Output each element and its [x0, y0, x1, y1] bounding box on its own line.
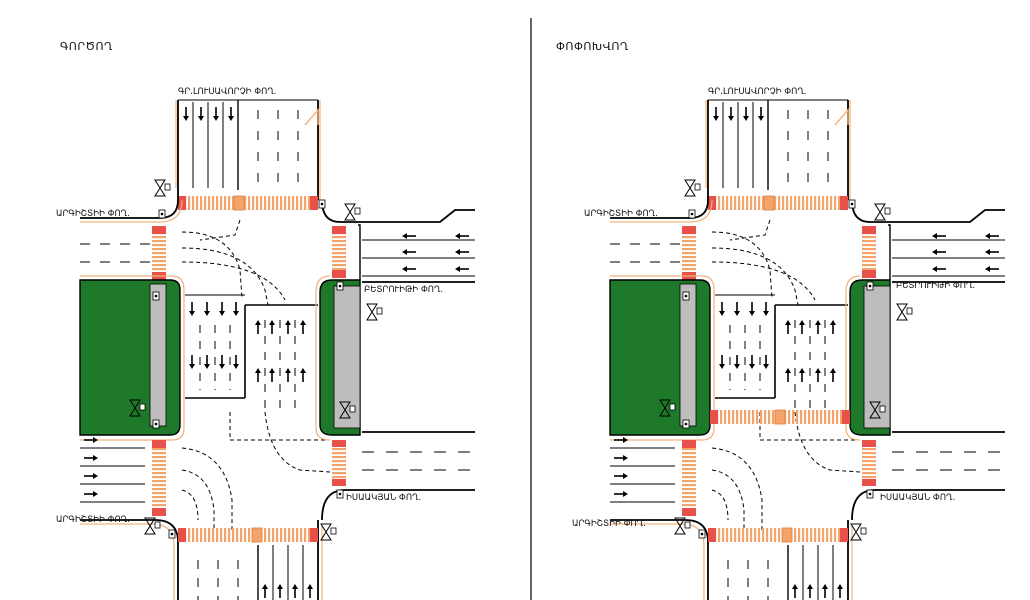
street-label-right: ԲԵՏՐՈՒԻԹԻ ՓՈՂ. — [364, 285, 443, 295]
street-label-lower-right: ԻՍԱԱԿՅԱՆ ՓՈՂ. — [346, 493, 421, 503]
street-label-top: ԳՐ.ԼՈՒՍԱՎՈՐՉԻ ՓՈՂ. — [178, 87, 276, 97]
street-label-top: ԳՐ.ԼՈՒՍԱՎՈՐՉԻ ՓՈՂ. — [708, 87, 806, 97]
street-label-lower-left: ԱՐԳԻՇՏԻԻ ՓՈՂ. — [56, 515, 130, 525]
panel-title: ՓՈՓՈԽՎՈՂ — [556, 40, 629, 53]
panel-title: ԳՈՐԾՈՂ — [60, 40, 113, 53]
street-label-lower-left: ԱՐԳԻՇՏԻԻ ՓՈՂ. — [572, 519, 646, 529]
crosswalk-end — [842, 410, 850, 424]
crosswalk-refuge — [774, 409, 786, 425]
intersection-drawing — [80, 100, 475, 600]
crosswalk-end — [710, 410, 718, 424]
street-label-upper-left: ԱՐԳԻՇՏԻԻ ՓՈՂ. — [584, 209, 658, 219]
intersection-drawing — [610, 100, 1005, 600]
street-label-upper-left: ԱՐԳԻՇՏԻԻ ՓՈՂ. — [56, 209, 130, 219]
panel-current: ԳՈՐԾՈՂ ԳՐ.ԼՈՒՍԱՎՈՐՉԻ ՓՈՂ. ԱՐԳԻՇՏԻԻ ՓՈՂ. … — [56, 40, 475, 600]
panel-modified: ՓՈՓՈԽՎՈՂ ԳՐ.ԼՈՒՍԱՎՈՐՉԻ ՓՈՂ. ԱՐԳԻՇՏԻԻ ՓՈՂ… — [556, 40, 1005, 600]
street-label-right: ԲԵՏՐՈՒԻԹԻ ՓՈՂ. — [896, 281, 975, 291]
street-label-lower-right: ԻՍԱԱԿՅԱՆ ՓՈՂ. — [880, 493, 955, 503]
